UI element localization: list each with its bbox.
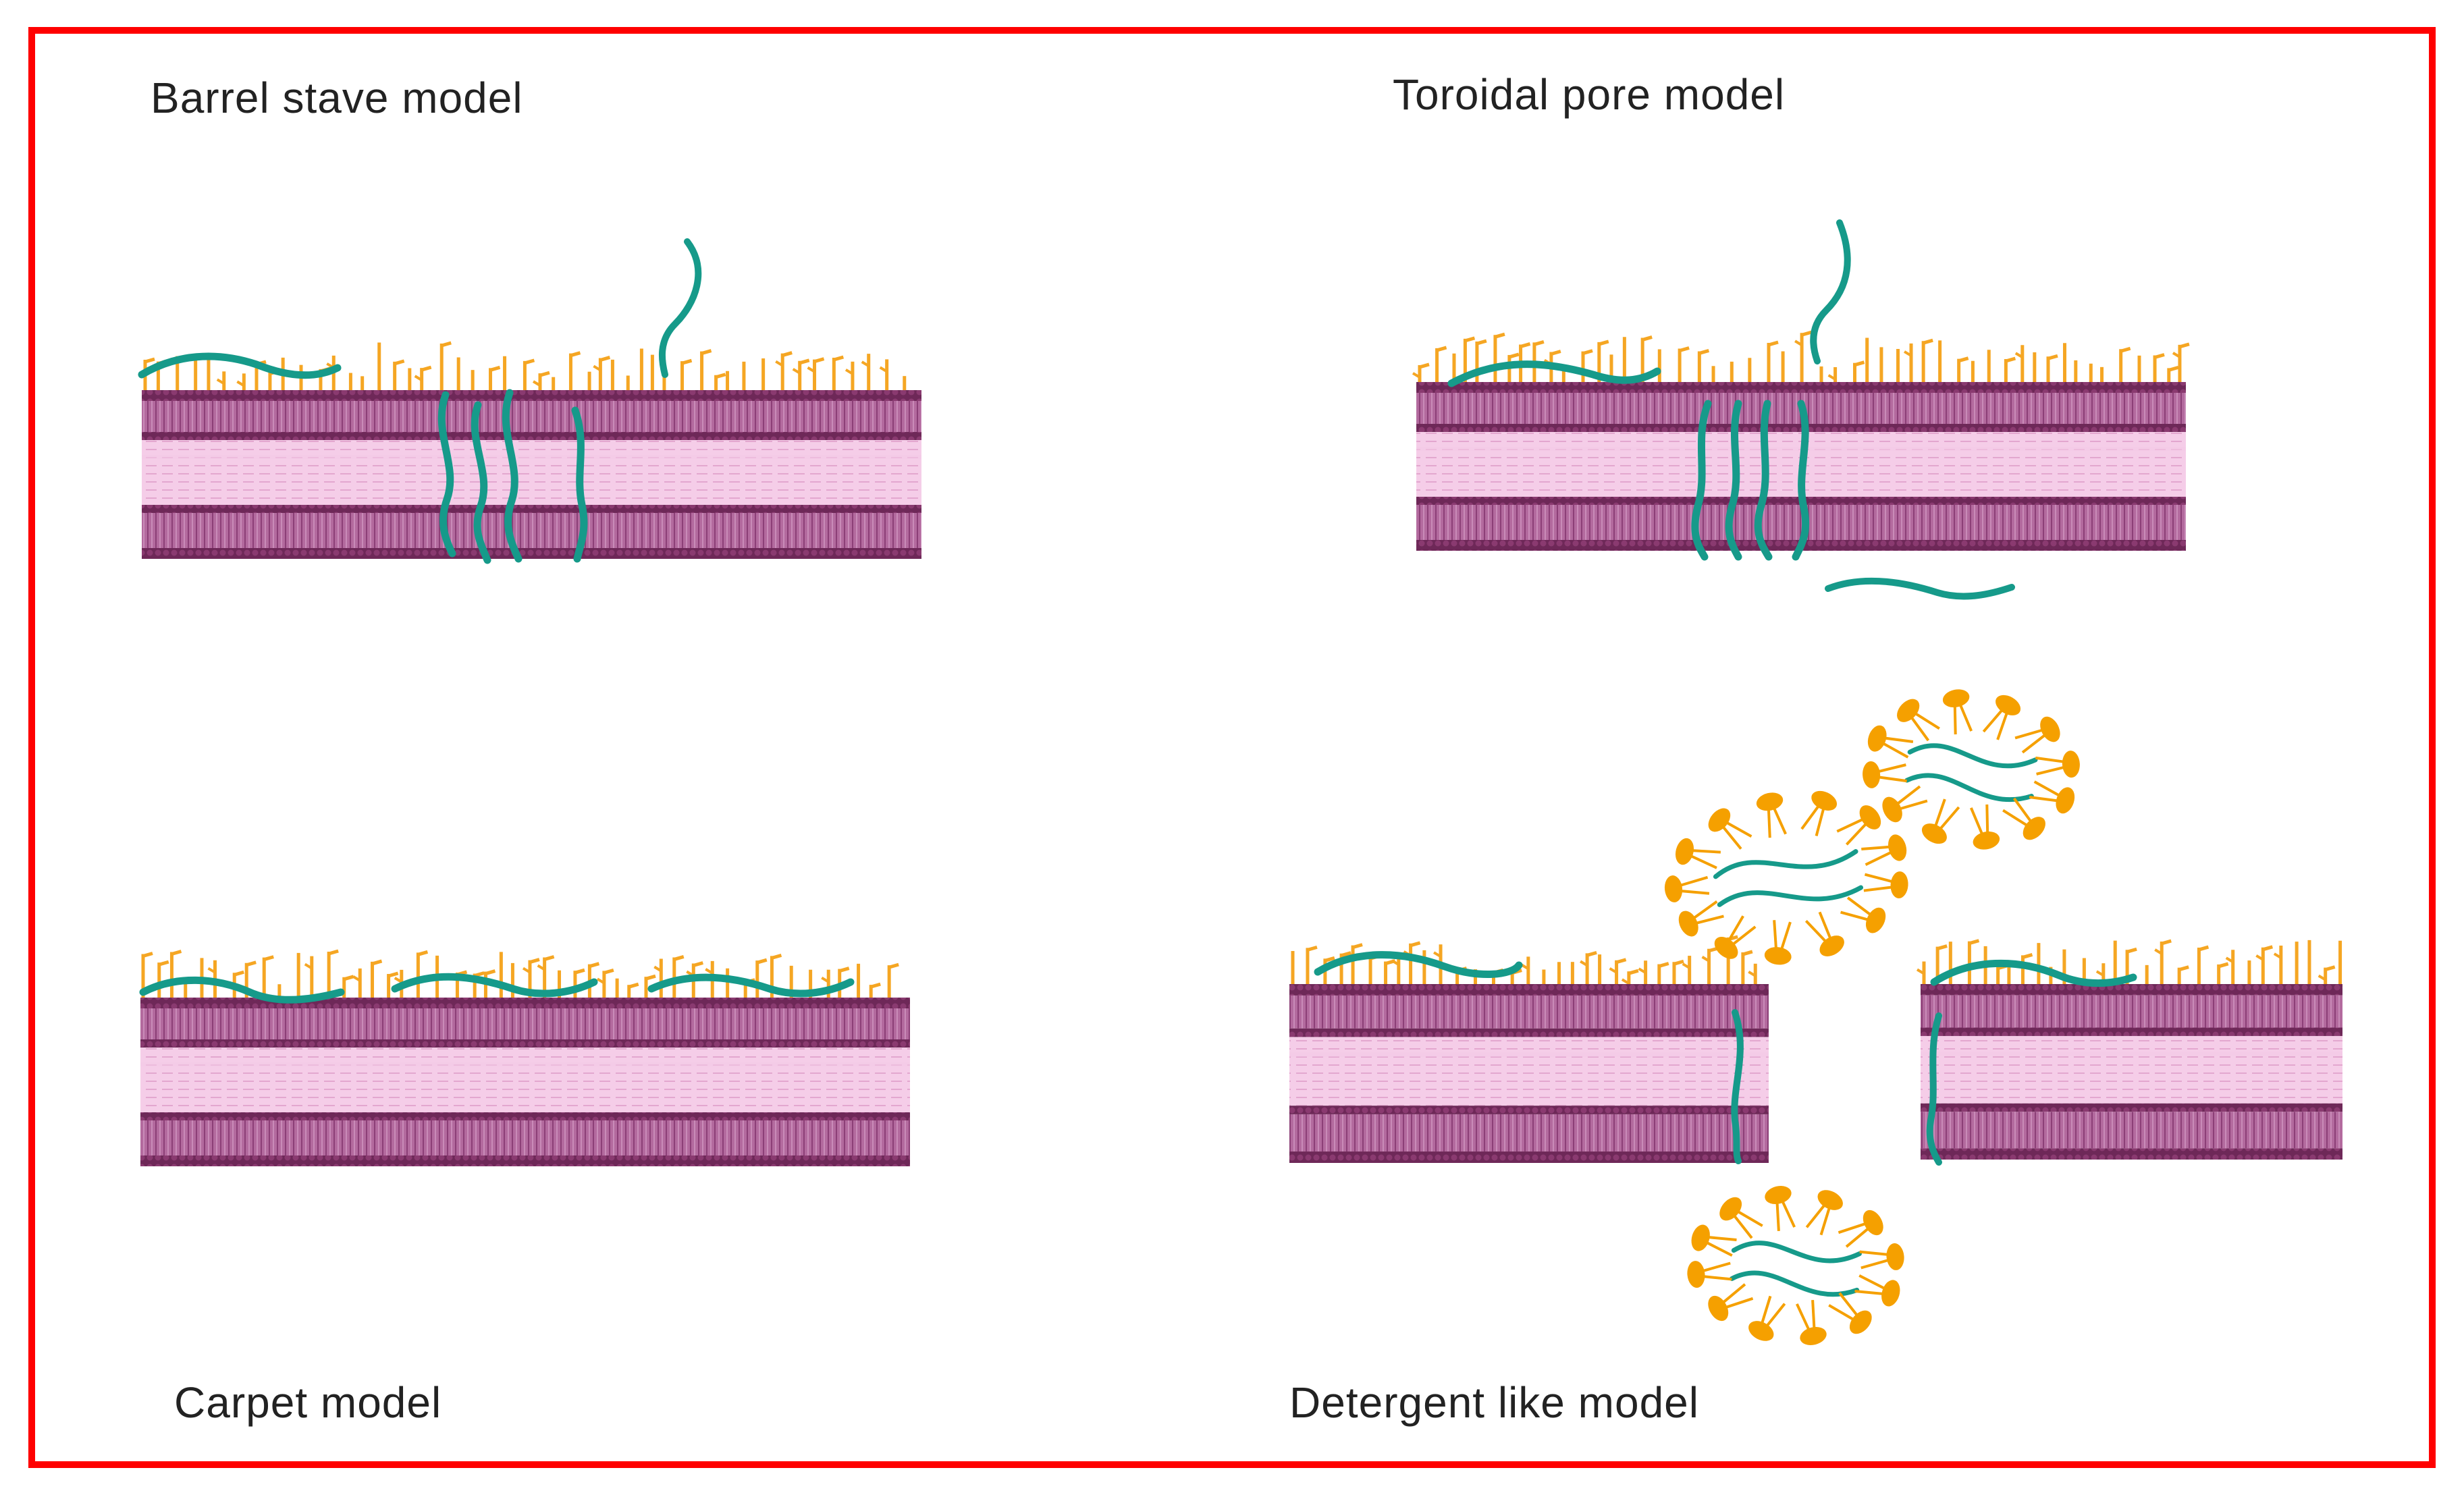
micelle-lipid bbox=[1719, 1197, 1763, 1239]
micelle-lipid bbox=[1756, 792, 1787, 838]
micelle-lipid bbox=[1921, 798, 1960, 844]
micelle-lipid bbox=[1969, 804, 2000, 850]
micelle-lipid bbox=[1861, 834, 1907, 866]
micelle-lipid bbox=[1764, 920, 1792, 965]
detergent-left-surface-peptide bbox=[1314, 951, 1523, 978]
micelle-lipid bbox=[2035, 751, 2080, 778]
micelle-peptide bbox=[1729, 1270, 1860, 1297]
micelle-peptide bbox=[1731, 1241, 1862, 1263]
toroidal-pore-released-peptide bbox=[1825, 577, 2015, 600]
micelle-lipid bbox=[1828, 1292, 1872, 1334]
toroidal-pore-surface-peptide bbox=[1447, 360, 1661, 387]
detergent-right-edge-peptide bbox=[1926, 1012, 1942, 1166]
red-border-frame bbox=[28, 27, 2436, 1468]
micelle-lipid bbox=[1748, 1295, 1786, 1341]
micelle-lipid bbox=[1982, 695, 2021, 740]
micelle-lipid bbox=[1675, 838, 1721, 869]
detergent-left-edge-peptide bbox=[1731, 1009, 1744, 1164]
micelle-lipid bbox=[1804, 911, 1844, 956]
micelle-peptide bbox=[1907, 743, 2038, 769]
micelle-lipid bbox=[1836, 805, 1881, 846]
micelle-lipid bbox=[1708, 1283, 1754, 1322]
micelle-lipid bbox=[1678, 900, 1724, 937]
panel-title-carpet: Carpet model bbox=[174, 1378, 442, 1427]
micelle-lipid bbox=[1796, 1299, 1827, 1345]
barrel-stave-membrane bbox=[142, 390, 921, 559]
detergent-left-membrane bbox=[1289, 984, 1769, 1163]
micelle-lipid bbox=[1765, 1186, 1796, 1232]
micelle-lipid bbox=[2002, 797, 2045, 840]
barrel-stave-pore-peptide bbox=[437, 391, 456, 558]
toroidal-pore-surface-lipids bbox=[1412, 330, 2190, 382]
micelle-lipid bbox=[1838, 1209, 1883, 1248]
micelle-lipid bbox=[1867, 725, 1914, 759]
micelle-lipid bbox=[1664, 875, 1710, 902]
detergent-right-surface-peptide bbox=[1930, 959, 2137, 987]
panel-title-barrel-stave: Barrel stave model bbox=[151, 74, 523, 122]
micelle-lipid bbox=[2029, 780, 2075, 814]
barrel-stave-pore-peptide bbox=[471, 401, 491, 564]
micelle-lipid bbox=[1854, 1274, 1900, 1307]
micelle-lipid bbox=[1708, 808, 1752, 850]
micelle-lipid bbox=[1863, 761, 1907, 788]
barrel-stave-pore-peptide bbox=[571, 406, 588, 563]
barrel-stave-pore-peptide bbox=[502, 389, 523, 563]
micelle-lipid bbox=[1859, 1243, 1904, 1270]
micelle-lipid bbox=[1863, 871, 1908, 899]
panel-title-detergent-like: Detergent like model bbox=[1289, 1378, 1699, 1427]
toroidal-pore-incoming-peptide bbox=[1810, 219, 1851, 364]
detergent-micelle-upper-left bbox=[1664, 790, 1908, 965]
micelle-lipid bbox=[1687, 1261, 1732, 1288]
toroidal-pore-pore-peptide bbox=[1754, 400, 1773, 561]
barrel-stave-surface-peptide bbox=[138, 352, 342, 379]
carpet-surface-peptide bbox=[647, 973, 855, 998]
toroidal-pore-pore-peptide bbox=[1792, 400, 1810, 561]
micelle-peptide bbox=[1904, 773, 2034, 803]
carpet-membrane bbox=[140, 998, 910, 1166]
toroidal-pore-pore-peptide bbox=[1691, 400, 1712, 561]
micelle-lipid bbox=[2014, 716, 2060, 754]
panel-title-toroidal-pore: Toroidal pore model bbox=[1393, 70, 1786, 119]
micelle-lipid bbox=[1882, 785, 1928, 823]
micelle-lipid bbox=[1800, 790, 1838, 837]
carpet-surface-peptide bbox=[139, 976, 345, 1004]
micelle-lipid bbox=[1840, 896, 1886, 933]
micelle-lipid bbox=[1714, 915, 1757, 959]
barrel-stave-incoming-peptide bbox=[658, 238, 702, 378]
micelle-peptide bbox=[1713, 849, 1858, 879]
detergent-micelle-upper-right bbox=[1863, 689, 2080, 850]
detergent-right-membrane bbox=[1921, 984, 2342, 1160]
toroidal-pore-pore-peptide bbox=[1725, 400, 1742, 561]
micelle-lipid bbox=[1942, 689, 1973, 735]
micelle-lipid bbox=[1897, 699, 1940, 742]
detergent-left-surface-lipids bbox=[1291, 935, 1757, 985]
micelle-peptide bbox=[1717, 885, 1864, 907]
micelle-lipid bbox=[1691, 1224, 1737, 1257]
carpet-surface-peptide bbox=[391, 973, 598, 998]
micelle-lipid bbox=[1805, 1190, 1843, 1236]
detergent-micelle-lower bbox=[1687, 1186, 1904, 1345]
